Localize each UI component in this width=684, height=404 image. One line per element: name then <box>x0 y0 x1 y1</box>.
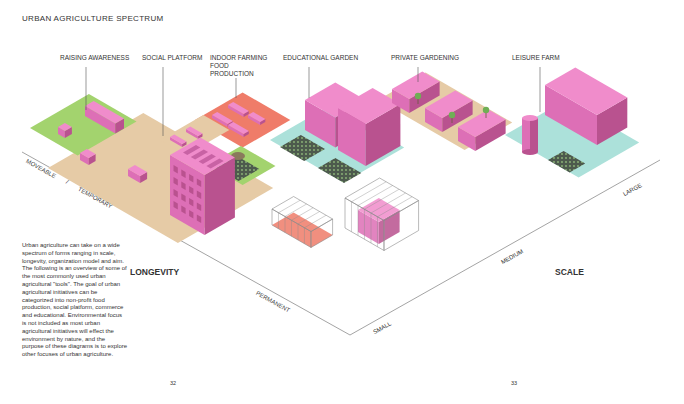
greenhouse-mullion <box>278 200 300 229</box>
lawn-plate <box>30 94 137 156</box>
window <box>189 210 193 219</box>
bench-roof <box>186 127 203 137</box>
leader-line <box>86 67 87 110</box>
page-number: 32 <box>170 380 176 387</box>
cart-roof <box>80 149 96 158</box>
greenhouse-mullion <box>298 212 320 241</box>
trailer-roof <box>85 101 124 124</box>
leader-line <box>418 67 419 82</box>
silo-shade <box>530 118 538 152</box>
barn-roof <box>545 68 627 116</box>
silo <box>522 118 538 152</box>
scale-axis <box>350 160 660 335</box>
category-label: INDOOR FARMING FOOD PRODUCTION <box>210 54 274 77</box>
page-number: 33 <box>511 380 517 387</box>
window <box>181 182 185 191</box>
window <box>197 179 201 188</box>
crop-bed <box>318 158 361 183</box>
axis-tick-label: MOVEABLE <box>25 158 57 180</box>
grow-table-roof <box>212 112 233 124</box>
silo-top <box>522 115 538 121</box>
window <box>189 198 193 207</box>
window <box>174 165 178 174</box>
window <box>181 170 185 179</box>
fenced-field <box>548 151 585 173</box>
axis-tick-label: MEDIUM <box>500 248 525 266</box>
greenhouse-mullion <box>377 197 412 247</box>
silo-base <box>522 149 538 155</box>
category-label: RAISING AWARENESS <box>60 54 129 62</box>
category-label: PRIVATE GARDENING <box>391 54 459 62</box>
greenhouse-mullion <box>371 193 406 243</box>
garden-shed-roof <box>425 91 473 119</box>
tree-crown <box>415 93 421 99</box>
grow-table-roof <box>248 112 265 122</box>
category-label: SOCIAL PLATFORM <box>142 54 202 62</box>
kiosk-roof <box>58 123 72 131</box>
leader-line <box>163 67 164 136</box>
axis-tick-label: / <box>65 179 70 186</box>
garden-shed-roof <box>392 72 440 100</box>
grow-table-roof <box>228 102 249 114</box>
page-title: URBAN AGRICULTURE SPECTRUM <box>22 14 163 24</box>
greenhouse-mullion <box>291 208 313 237</box>
leader-line <box>236 78 237 98</box>
category-label: LEISURE FARM <box>512 54 560 62</box>
stall-roof <box>128 165 147 176</box>
window <box>181 206 185 215</box>
window <box>189 174 193 183</box>
intro-paragraph: Urban agriculture can take on a wide spe… <box>22 242 128 359</box>
axis-title: LONGEVITY <box>130 267 179 277</box>
greenhouse-mullion <box>285 204 307 233</box>
grow-table-roof <box>228 122 249 134</box>
window <box>189 186 193 195</box>
social-building-roof <box>170 138 235 176</box>
bench-roof <box>170 135 187 145</box>
leader-line <box>540 67 541 112</box>
window <box>181 194 185 203</box>
window <box>174 177 178 186</box>
axis-tick-label: PERMANENT <box>255 290 291 315</box>
skylight <box>206 159 223 169</box>
axis-tick-label: LARGE <box>622 182 643 198</box>
axis-tick-label: TEMPORARY <box>77 186 114 211</box>
tree-crown <box>483 107 489 113</box>
window <box>174 201 178 210</box>
leader-line <box>309 67 310 98</box>
drawing <box>22 67 660 335</box>
school-block-roof <box>338 88 400 124</box>
window <box>197 191 201 200</box>
window <box>197 203 201 212</box>
category-label: EDUCATIONAL GARDEN <box>283 54 358 62</box>
window <box>174 189 178 198</box>
window <box>197 215 201 224</box>
axis-title: SCALE <box>555 267 584 277</box>
greenhouse-mullion <box>304 215 326 244</box>
tree-crown <box>449 112 455 118</box>
axis-tick-label: SMALL <box>372 320 393 336</box>
garden-shed-roof <box>458 110 506 138</box>
crop-bed <box>280 135 325 161</box>
